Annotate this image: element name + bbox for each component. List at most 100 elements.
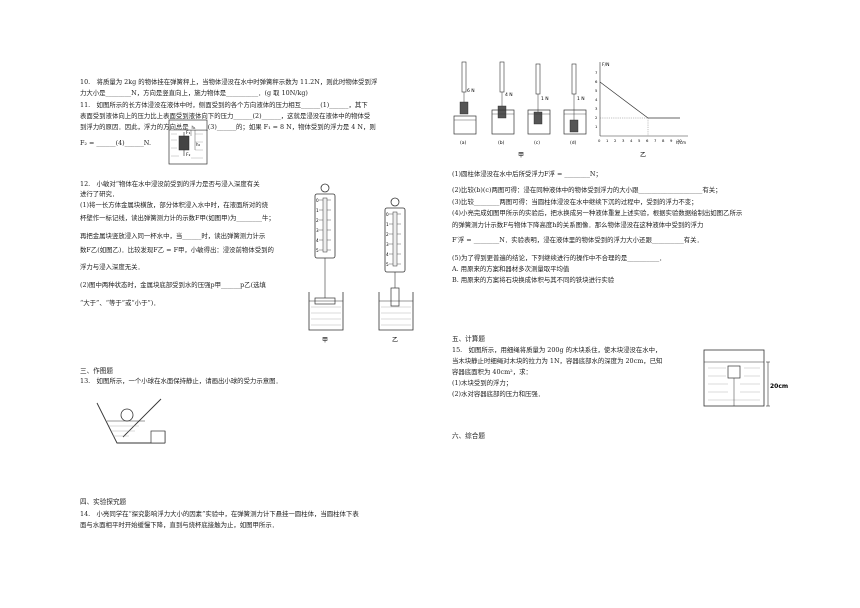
q12-line4: 杯壁作一标记线，读出弹簧测力计的示数F甲(如图甲)为________牛； bbox=[80, 214, 275, 222]
xtick-4: 4 bbox=[630, 138, 633, 143]
xtick-5: 5 bbox=[638, 138, 641, 143]
scale-right-tick-3: 3 bbox=[386, 242, 389, 247]
scale-left-tick-3: 3 bbox=[316, 228, 319, 233]
q11-line2: 表面受到液体向上的压力比上表面受到液体向下的压力______(2)______，… bbox=[80, 112, 371, 120]
q14-graph: F/N h/cm 1 2 3 4 5 6 7 0 1 2 3 4 5 6 7 8… bbox=[595, 62, 688, 159]
q14-sub2: (2)比较(b)(c)两图可得：浸在同种液体中的物体受到浮力的大小跟______… bbox=[452, 186, 722, 194]
graph-ylabel: F/N bbox=[602, 62, 609, 68]
q14-line1: 14. 小亮同学在“探究影响浮力大小的因素”实验中，在弹簧测力计下悬挂一圆柱体，… bbox=[80, 510, 359, 518]
setup-a: 6 N (a) bbox=[453, 61, 477, 146]
ytick-1: 1 bbox=[595, 124, 598, 129]
q10-line2: 力大小是________N，方向是竖直向上，施力物体是__________．(g… bbox=[80, 89, 308, 97]
q15-line1: 15. 如图所示，用细绳将质量为 200g 的木块系住，使木块浸没在水中， bbox=[452, 346, 662, 354]
q12-line5: 再把金属块竖放浸入同一杯水中，当______时，读出弹簧测力计示 bbox=[80, 232, 266, 240]
q14-figure: 6 N (a) 4 N (b) 1 N (c) bbox=[453, 61, 688, 159]
q12-line8: (2)图中两种状态时，金属块底部受到水的压强p甲______p乙(选填 bbox=[80, 281, 266, 289]
setup-d: 1 N (d) bbox=[563, 63, 587, 146]
scale-left-tick-1: 1 bbox=[316, 208, 319, 213]
q14-option-b: B. 用原来的方案将石块换成体积与其不同的铁块进行实验 bbox=[452, 276, 615, 284]
q15-depth-label: 20cm bbox=[770, 383, 788, 390]
q11-figure: F₁ F₂ h₁ h₂ bbox=[168, 119, 208, 165]
q11-line3: 到浮力的原因．因此，浮力的方向总是______(3)______的；如果 F₁ … bbox=[80, 123, 376, 131]
ytick-5: 5 bbox=[595, 88, 598, 93]
q11-f1-label: F₁ bbox=[186, 130, 191, 136]
xtick-3: 3 bbox=[622, 138, 625, 143]
q12-line2: 进行了研究． bbox=[80, 190, 119, 198]
q14-sub5: (5)为了得到更普遍的结论，下列继续进行的操作中不合理的是__________． bbox=[452, 254, 666, 262]
scale-left-tick-4: 4 bbox=[316, 238, 319, 243]
q14-fig-jia: 6 N (a) 4 N (b) 1 N (c) bbox=[453, 61, 587, 159]
spring-scale-yi: 0 1 2 3 4 5 乙 bbox=[378, 197, 414, 344]
section-5-title: 五、计算题 bbox=[452, 335, 485, 343]
xtick-6: 6 bbox=[646, 138, 649, 143]
q12-line6: 数F乙(如图乙)．比较发现F乙 = F甲，小敏得出：浸没前物体受到的 bbox=[80, 246, 274, 254]
ytick-2: 2 bbox=[595, 115, 598, 120]
q13-line1: 13. 如图所示，一个小球在水面保持静止，请画出小球的受力示意图． bbox=[80, 377, 282, 385]
scale-right-tick-0: 0 bbox=[386, 212, 389, 217]
q15-line3: 容器底面积为 40cm²，求： bbox=[452, 368, 532, 376]
q14-sub3: (3)比较________两图可得：当圆柱体浸没在水中继续下沉的过程中，受到的浮… bbox=[452, 198, 698, 206]
q11-line1: 11. 如图所示的长方体浸没在液体中时，侧面受到的各个方向液体的压力相互____… bbox=[80, 101, 368, 109]
q14-sub4c: F′浮 = ________N．实验表明，浸在液体里的物体受到的浮力大小还跟__… bbox=[452, 236, 703, 244]
scale-left-tick-0: 0 bbox=[316, 198, 319, 203]
scale-left-tick-5: 5 bbox=[316, 248, 319, 253]
scale-right-tick-2: 2 bbox=[386, 232, 389, 237]
xtick-7: 7 bbox=[654, 138, 657, 143]
xtick-1: 1 bbox=[606, 138, 609, 143]
wood-block bbox=[727, 365, 741, 379]
q14-fig-yi-label: 乙 bbox=[640, 152, 646, 159]
q14-line2: 面与水面相平时开始缓慢下降，直到与烧杯底接触为止，如图甲所示． bbox=[80, 521, 279, 529]
reading-b: 4 N bbox=[505, 92, 513, 98]
label-d: (d) bbox=[570, 140, 577, 146]
q15-sub2: (2)水对容器底部的压力和压强． bbox=[452, 390, 545, 398]
section-4-title: 四、实验探究题 bbox=[80, 498, 127, 506]
graph-xlabel: h/cm bbox=[676, 140, 686, 145]
xtick-9: 9 bbox=[670, 138, 673, 143]
spring-scale-jia: 0 1 2 3 4 5 甲 bbox=[308, 183, 344, 344]
label-c: (c) bbox=[534, 140, 540, 146]
q13-figure bbox=[96, 398, 166, 444]
q14-sub1: (1)圆柱体浸没在水中后所受浮力F浮 = ________N； bbox=[452, 170, 602, 178]
section-3-title: 三、作图题 bbox=[80, 367, 113, 375]
scale-right-tick-1: 1 bbox=[386, 222, 389, 227]
label-b: (b) bbox=[498, 140, 505, 146]
q12-figure: 0 1 2 3 4 5 甲 0 1 bbox=[308, 183, 414, 344]
graph-yticks: 1 2 3 4 5 6 7 bbox=[595, 70, 598, 129]
q12-line7: 浮力与浸入深度无关． bbox=[80, 263, 144, 271]
q11-answer: F₂ = ______(4)______N. bbox=[80, 139, 152, 147]
q12-fig-jia-label: 甲 bbox=[322, 337, 328, 344]
scale-right-tick-5: 5 bbox=[386, 262, 389, 267]
graph-xticks: 0 1 2 3 4 5 6 7 8 9 10 bbox=[598, 138, 682, 143]
xtick-2: 2 bbox=[614, 138, 617, 143]
q11-water-hatch bbox=[171, 133, 203, 159]
q12-line9: “大于”、“等于”或“小于”)． bbox=[80, 299, 160, 307]
xtick-10: 10 bbox=[677, 138, 682, 143]
scale-right-tick-4: 4 bbox=[386, 252, 389, 257]
q12-line1: 12. 小敏对“物体在水中浸没前受到的浮力是否与浸入深度有关 bbox=[80, 180, 260, 188]
q14-sub4b: 的弹簧测力计示数F与物体下降高度h的关系图像．那么物体浸没在这种液体中受到的浮力 bbox=[452, 221, 704, 229]
ytick-7: 7 bbox=[595, 70, 598, 75]
ytick-4: 4 bbox=[595, 97, 598, 102]
q15-figure: 20cm bbox=[703, 349, 788, 407]
graph-line-descending bbox=[599, 81, 649, 119]
reading-c: 1 N bbox=[541, 96, 549, 102]
section-6-title: 六、综合题 bbox=[452, 432, 485, 440]
q14-option-a: A. 用原来的方案和器材多次测量取平均值 bbox=[452, 265, 570, 273]
setup-c: 1 N (c) bbox=[527, 63, 551, 146]
ytick-6: 6 bbox=[595, 79, 598, 84]
q11-h1-label: h₁ bbox=[192, 125, 197, 130]
reading-a: 6 N bbox=[467, 88, 475, 94]
q12-fig-yi-label: 乙 bbox=[392, 337, 398, 344]
reading-d: 1 N bbox=[577, 96, 585, 102]
q14-fig-jia-label: 甲 bbox=[518, 152, 524, 159]
xtick-0: 0 bbox=[598, 138, 601, 143]
setup-b: 4 N (b) bbox=[491, 61, 515, 146]
q15-line2: 当木块静止时细绳对木块的拉力为 1N，容器底部水的深度为 20cm，已知 bbox=[452, 357, 663, 365]
ytick-3: 3 bbox=[595, 106, 598, 111]
q11-h2-label: h₂ bbox=[196, 142, 201, 147]
scale-left-tick-2: 2 bbox=[316, 218, 319, 223]
q10-line1: 10. 将质量为 2kg 的物体挂在弹簧秤上，当物体浸没在水中时弹簧秤示数为 1… bbox=[80, 78, 378, 86]
q14-sub4a: (4)小亮完成如图甲所示的实验后，把水换成另一种液体重复上述实验，根据实验数据绘… bbox=[452, 209, 743, 217]
q15-sub1: (1)木块受到的浮力； bbox=[452, 379, 513, 387]
q11-f2-label: F₂ bbox=[186, 152, 191, 158]
